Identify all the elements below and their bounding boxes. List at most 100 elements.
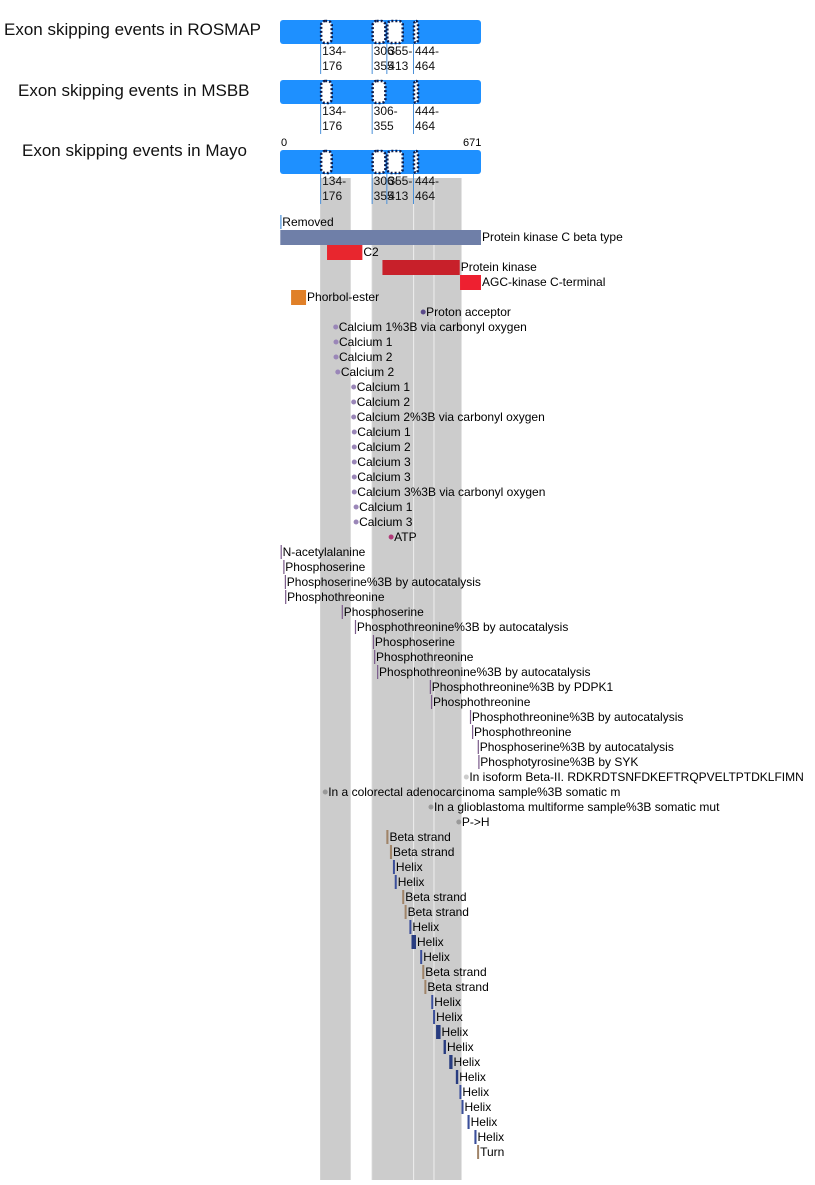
skipped-exon-box bbox=[319, 149, 333, 175]
feature-label: Phosphoserine bbox=[344, 605, 424, 619]
exon-range-start-label: 355- bbox=[388, 44, 412, 58]
feature-row: Calcium 2 bbox=[351, 440, 411, 454]
feature-bar bbox=[477, 1145, 480, 1159]
feature-row: Calcium 2 bbox=[351, 395, 410, 409]
feature-row: Phosphoserine bbox=[341, 605, 424, 619]
feature-row: Calcium 1 bbox=[351, 380, 410, 394]
feature-label: Helix bbox=[478, 1130, 505, 1144]
feature-row: Phosphothreonine bbox=[472, 725, 572, 739]
feature-label: Helix bbox=[462, 1085, 489, 1099]
feature-label: Phosphothreonine%3B by autocatalysis bbox=[357, 620, 568, 634]
feature-label: Calcium 2 bbox=[339, 350, 393, 364]
feature-row: Phosphothreonine%3B by autocatalysis bbox=[354, 620, 568, 634]
feature-label: Beta strand bbox=[425, 965, 486, 979]
feature-bar bbox=[467, 1115, 470, 1129]
feature-row: N-acetylalanine bbox=[280, 545, 366, 559]
feature-tick bbox=[430, 695, 433, 709]
feature-bar bbox=[460, 275, 481, 290]
feature-row: Helix bbox=[431, 995, 461, 1009]
feature-row: Calcium 2 bbox=[333, 350, 393, 364]
dataset-track: Exon skipping events in Mayo134-176306-3… bbox=[22, 141, 481, 204]
feature-row: Calcium 3 bbox=[351, 455, 411, 469]
feature-bar bbox=[386, 830, 389, 844]
feature-bar bbox=[291, 290, 307, 305]
feature-row: Helix bbox=[409, 920, 439, 934]
feature-row: Helix bbox=[455, 1070, 486, 1084]
feature-row: Beta strand bbox=[402, 890, 467, 904]
feature-dot bbox=[463, 774, 469, 780]
feature-tick bbox=[374, 650, 376, 664]
feature-dot bbox=[351, 384, 357, 390]
feature-row: Calcium 1 bbox=[333, 335, 393, 349]
feature-dot bbox=[353, 504, 359, 510]
feature-bar bbox=[420, 950, 423, 964]
skipped-exon-box bbox=[412, 79, 420, 105]
exon-range-end-label: 464 bbox=[415, 189, 435, 203]
feature-tick bbox=[469, 710, 472, 724]
feature-bar bbox=[382, 260, 460, 275]
feature-bar bbox=[409, 920, 412, 934]
feature-tick bbox=[377, 665, 379, 679]
exon-range-start-label: 444- bbox=[415, 44, 439, 58]
dataset-tracks: Exon skipping events in ROSMAP134-176306… bbox=[4, 19, 481, 204]
feature-row: Helix bbox=[411, 935, 444, 949]
feature-tick bbox=[477, 740, 479, 754]
feature-label: Beta strand bbox=[393, 845, 454, 859]
exon-range-end-label: 464 bbox=[415, 59, 435, 73]
feature-label: Protein kinase C beta type bbox=[482, 230, 623, 244]
feature-row: Phosphoserine bbox=[283, 560, 366, 574]
feature-row: Phosphothreonine bbox=[430, 695, 531, 709]
feature-row: Beta strand bbox=[422, 965, 487, 979]
feature-row: Phosphothreonine bbox=[285, 590, 385, 604]
feature-label: Calcium 2 bbox=[341, 365, 395, 379]
skipped-exon-box bbox=[319, 19, 333, 45]
exon-band-layer bbox=[320, 178, 462, 1180]
feature-bar bbox=[402, 890, 405, 904]
feature-label: Phosphothreonine%3B by PDPK1 bbox=[432, 680, 614, 694]
feature-bar bbox=[455, 1070, 459, 1084]
exon-range-end-label: 355 bbox=[374, 189, 394, 203]
feature-bar bbox=[436, 1025, 441, 1039]
feature-dot bbox=[322, 789, 328, 795]
feature-row: P->H bbox=[456, 815, 490, 829]
feature-label: Removed bbox=[282, 215, 333, 229]
feature-row: Phosphothreonine%3B by PDPK1 bbox=[429, 680, 614, 694]
feature-label: Phosphoserine bbox=[285, 560, 365, 574]
feature-label: Helix bbox=[471, 1115, 498, 1129]
feature-label: Phosphothreonine bbox=[287, 590, 385, 604]
feature-row: C2 bbox=[327, 245, 379, 260]
feature-row: Phosphoserine%3B by autocatalysis bbox=[284, 575, 481, 589]
feature-row: Helix bbox=[443, 1040, 474, 1054]
feature-row: Phosphoserine%3B by autocatalysis bbox=[477, 740, 674, 754]
axis-min-label: 0 bbox=[281, 137, 287, 149]
feature-dot bbox=[351, 459, 357, 465]
feature-label: ATP bbox=[394, 530, 416, 544]
feature-tick bbox=[283, 560, 285, 574]
feature-tick bbox=[429, 680, 431, 694]
feature-label: Calcium 3 bbox=[357, 455, 411, 469]
feature-label: Phosphothreonine bbox=[376, 650, 474, 664]
feature-label: Beta strand bbox=[408, 905, 469, 919]
feature-row: Helix bbox=[433, 1010, 463, 1024]
feature-row: Removed bbox=[280, 215, 334, 229]
feature-bar bbox=[474, 1130, 477, 1144]
feature-tick bbox=[354, 620, 357, 634]
feature-bar bbox=[327, 245, 363, 260]
feature-row: Proton acceptor bbox=[420, 305, 511, 319]
feature-bar bbox=[422, 965, 425, 979]
feature-bar bbox=[411, 935, 416, 949]
feature-label: P->H bbox=[462, 815, 490, 829]
feature-dot bbox=[351, 414, 357, 420]
feature-row: Calcium 1%3B via carbonyl oxygen bbox=[333, 320, 527, 334]
feature-bar bbox=[461, 1100, 464, 1114]
feature-row: Calcium 1 bbox=[351, 425, 411, 439]
feature-row: Protein kinase bbox=[382, 260, 537, 275]
feature-label: Phosphothreonine bbox=[474, 725, 572, 739]
feature-bar bbox=[394, 875, 397, 889]
skipped-exon-box bbox=[319, 79, 333, 105]
feature-row: In a colorectal adenocarcinoma sample%3B… bbox=[322, 785, 620, 799]
exon-range-start-label: 444- bbox=[415, 174, 439, 188]
feature-tick bbox=[472, 725, 474, 739]
